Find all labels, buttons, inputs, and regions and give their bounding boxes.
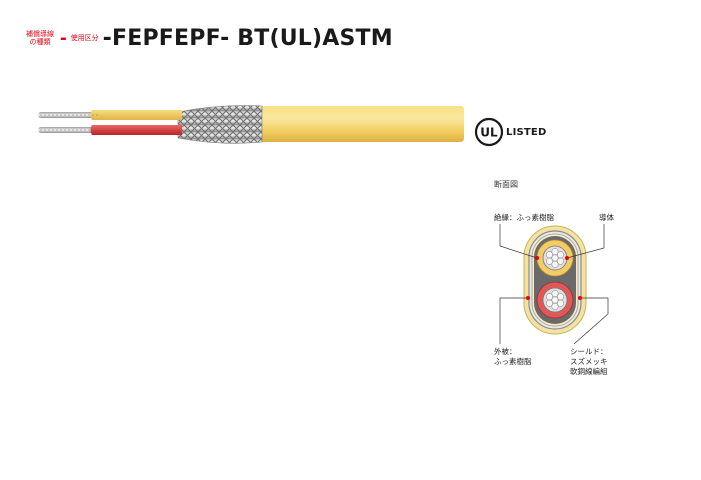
conductor-label: 導体 — [599, 213, 614, 222]
title-row: 補償導線 の種類 - 使用区分 -FEPFEPF- BT(UL)ASTM — [26, 20, 393, 56]
ul-logo-icon: UL — [474, 117, 504, 147]
cross-section-title: 断面図 — [494, 180, 518, 189]
shield-label: シールド： スズメッキ 軟銅線編組 — [570, 347, 608, 376]
type-label-line2: の種類 — [29, 38, 51, 46]
listed-text: LISTED — [506, 126, 547, 138]
sheath-label: 外被： ふっ素樹脂 — [494, 347, 532, 366]
cable-illustration — [38, 105, 464, 144]
insulation-label: 絶縁：ふっ素樹脂 — [494, 213, 554, 222]
ul-listed-mark: UL LISTED — [474, 117, 546, 147]
cross-section-diagram — [499, 224, 609, 345]
ul-letters: UL — [480, 126, 498, 140]
thermocouple-type-label: 補償導線 の種類 — [26, 30, 54, 46]
usage-class-label: 使用区分 — [70, 34, 99, 42]
title-dash: - — [60, 26, 67, 49]
type-label-line1: 補償導線 — [26, 30, 54, 38]
model-code: -FEPFEPF- BT(UL)ASTM — [102, 25, 393, 51]
